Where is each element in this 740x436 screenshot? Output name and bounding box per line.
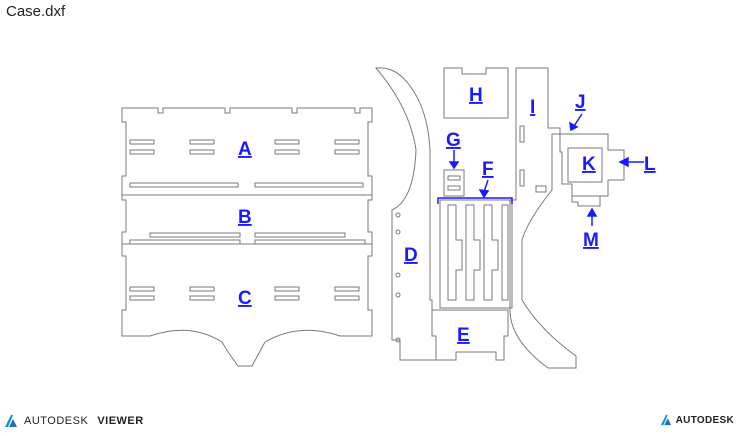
part-label-h[interactable]: H [469, 85, 483, 106]
footer-right-brand-text: AUTODESK [675, 414, 734, 426]
part-label-j[interactable]: J [575, 92, 586, 113]
part-label-f[interactable]: F [482, 159, 494, 180]
panel-e [431, 309, 509, 361]
part-label-m[interactable]: M [583, 230, 599, 251]
panel-d [375, 67, 437, 361]
footer-product-text: VIEWER [97, 415, 144, 427]
panel-i [509, 67, 577, 369]
panel-abc [121, 107, 373, 367]
panel-f [439, 199, 513, 309]
part-label-e[interactable]: E [457, 325, 470, 346]
part-label-i[interactable]: I [530, 97, 535, 118]
autodesk-logo-icon [4, 414, 18, 428]
part-label-k[interactable]: K [582, 154, 596, 175]
arrow-j [573, 113, 583, 127]
part-label-c[interactable]: C [238, 288, 252, 309]
file-title: Case.dxf [6, 3, 66, 20]
footer-brand-text: AUTODESK [24, 415, 89, 427]
part-label-b[interactable]: B [238, 207, 252, 228]
autodesk-corner-logo-icon [660, 414, 672, 426]
autodesk-corner-branding: AUTODESK [660, 414, 734, 426]
panel-h [443, 67, 509, 119]
part-label-l[interactable]: L [644, 154, 656, 175]
panel-g [443, 169, 465, 197]
part-label-g[interactable]: G [446, 130, 461, 151]
bracket-f [437, 197, 513, 204]
part-label-d[interactable]: D [404, 245, 418, 266]
part-label-a[interactable]: A [238, 139, 252, 160]
autodesk-viewer-branding: AUTODESK VIEWER [4, 414, 144, 428]
panel-klm [559, 133, 625, 207]
